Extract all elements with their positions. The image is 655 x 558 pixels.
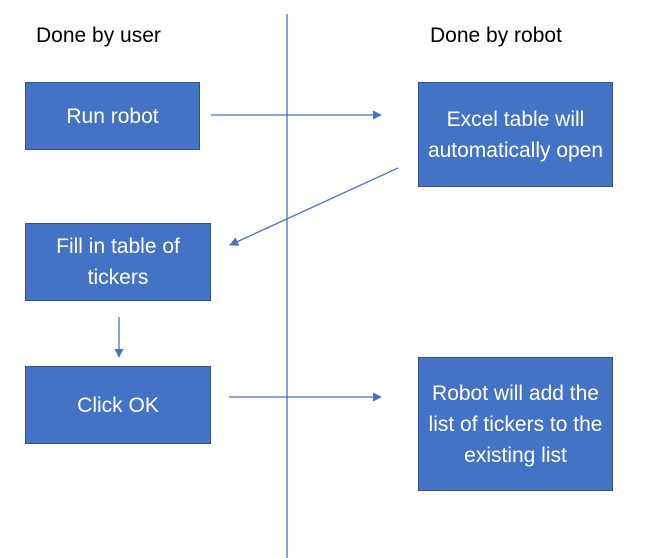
column-heading-robot: Done by robot [430, 24, 562, 47]
step-run-robot: Run robot [25, 82, 200, 150]
step-fill-table: Fill in table of tickers [25, 223, 211, 301]
step-add-list: Robot will add the list of tickers to th… [418, 357, 613, 491]
step-click-ok: Click OK [25, 366, 211, 444]
column-heading-user: Done by user [36, 24, 161, 47]
arrow-excel-to-fill [229, 167, 399, 246]
step-excel-open: Excel table will automatically open [418, 82, 613, 187]
